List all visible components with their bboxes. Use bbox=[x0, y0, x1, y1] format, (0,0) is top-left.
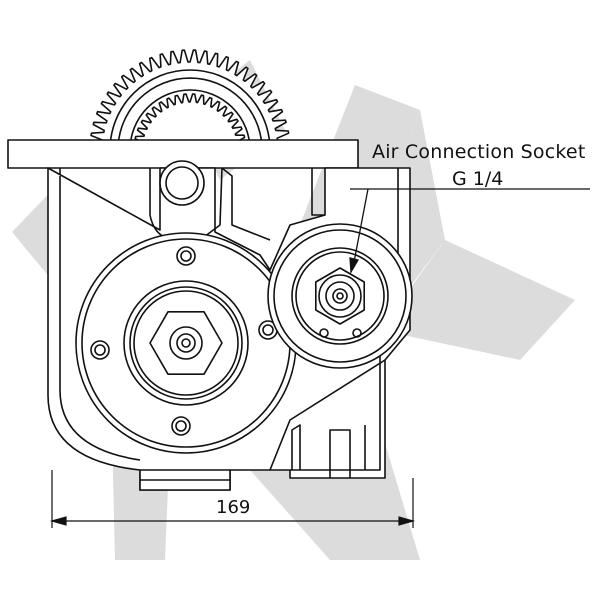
callout-thread-size: G 1/4 bbox=[452, 168, 504, 190]
gear-ring bbox=[129, 89, 251, 151]
right-disc-inner bbox=[291, 247, 389, 345]
left-disc-outer bbox=[75, 232, 297, 454]
gear-ring bbox=[117, 77, 263, 151]
callout-leader bbox=[349, 188, 590, 275]
left-hex-nut bbox=[149, 310, 223, 376]
left-disc-hub bbox=[123, 280, 249, 406]
right-disc-outer bbox=[267, 223, 413, 369]
gear bbox=[89, 49, 291, 159]
callout-title: Air Connection Socket bbox=[372, 141, 586, 163]
dimension-value: 169 bbox=[216, 497, 251, 518]
gear-ring bbox=[109, 69, 271, 151]
right-hex-nut bbox=[314, 267, 366, 325]
bolt-holes bbox=[90, 246, 278, 436]
pump-outline bbox=[7, 49, 413, 491]
bottom-slot bbox=[329, 429, 351, 478]
gear-inner-teeth bbox=[133, 93, 247, 158]
dimension-169 bbox=[49, 470, 416, 528]
